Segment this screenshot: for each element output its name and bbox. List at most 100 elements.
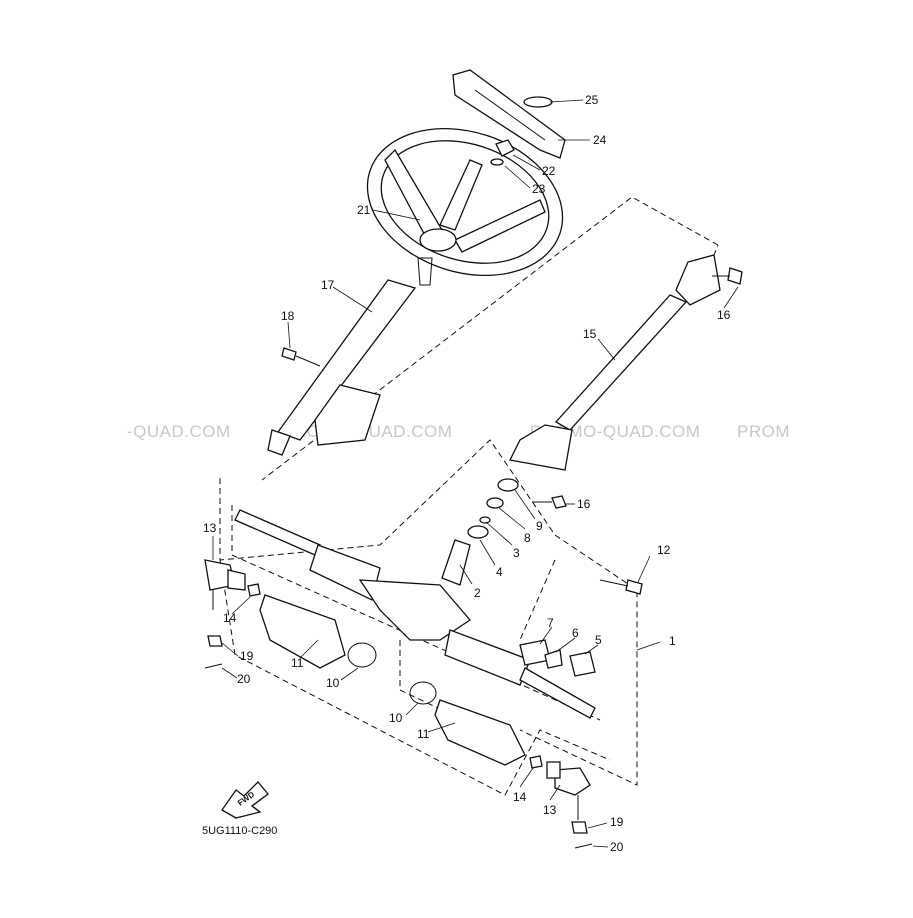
leader-13b (549, 784, 561, 801)
band-right (409, 681, 437, 705)
callout-14-right: 14 (513, 790, 527, 804)
dust-cover (497, 478, 519, 492)
pinion-gear (441, 539, 471, 586)
rack-mount-bolt (625, 579, 643, 595)
callout-23: 23 (532, 182, 546, 196)
cotter-pin-left (204, 663, 223, 669)
column-boundary (261, 196, 719, 481)
callout-9: 9 (536, 519, 543, 533)
wheel-spoke-right (454, 199, 546, 253)
watermark-1: -QUAD.COM (127, 422, 231, 441)
rack-left-joint (309, 544, 381, 601)
leader-21 (372, 209, 421, 221)
callout-16-lower: 16 (577, 497, 591, 511)
callout-15: 15 (583, 327, 597, 341)
callout-11-left: 11 (291, 656, 304, 670)
leader-3 (485, 521, 513, 546)
leader-8 (497, 506, 526, 530)
leader-16a (723, 286, 739, 309)
cover-plate-rib (474, 89, 546, 141)
boot-left (259, 594, 346, 669)
fwd-badge: FWD (221, 781, 269, 819)
callout-1: 1 (669, 634, 676, 648)
callout-10-left: 10 (326, 676, 340, 690)
callout-17: 17 (321, 278, 335, 292)
leader-15 (597, 338, 616, 361)
cotter-pin-right (574, 843, 593, 849)
shaft-tube (554, 294, 688, 431)
adjuster-spring (544, 649, 563, 669)
leader-14b (519, 767, 534, 788)
bearing (467, 525, 489, 539)
nut (495, 139, 515, 157)
leader-23 (504, 165, 531, 189)
callout-11-right: 11 (417, 727, 430, 741)
steering-wheel (366, 127, 564, 277)
leader-11a (299, 639, 319, 659)
callout-4: 4 (496, 565, 503, 579)
callout-13-right: 13 (543, 803, 557, 817)
rack-boundary-lower (219, 559, 611, 796)
leader-19a (221, 642, 239, 657)
leader-lines (212, 99, 739, 848)
intermediate-shaft (509, 254, 743, 509)
callout-8: 8 (524, 531, 531, 545)
rack-inner-boundary-3 (519, 559, 556, 641)
leader-20a (221, 667, 238, 679)
callout-18: 18 (281, 309, 295, 323)
leader-4 (479, 539, 496, 566)
rack-assembly (234, 509, 643, 719)
castle-nut-left (207, 635, 223, 647)
leader-18 (287, 321, 291, 349)
seal (486, 497, 504, 509)
boot-right (434, 699, 526, 766)
rack-mount-bolt-shank (599, 579, 629, 587)
rack-inner-boundary-2 (399, 640, 506, 741)
wheel-cover (452, 69, 566, 166)
locknut-right (529, 755, 543, 769)
callout-3: 3 (513, 546, 520, 560)
fwd-arrow-icon (221, 781, 269, 819)
leader-7 (539, 626, 553, 645)
steering-column (267, 257, 433, 456)
upper-u-joint (675, 254, 721, 306)
callout-19-right: 19 (610, 815, 624, 829)
leader-10a (340, 667, 359, 681)
watermark-group: -QUAD.COM PROMO-QUAD.COM PROMO-QUAD.COM … (127, 422, 790, 441)
pinion-stack (441, 478, 519, 586)
lock-washer (490, 158, 504, 166)
locknut-left (247, 583, 261, 597)
rack-housing (358, 579, 471, 641)
callout-25: 25 (585, 93, 599, 107)
callout-5: 5 (595, 633, 602, 647)
leader-6 (555, 637, 576, 653)
callout-7: 7 (547, 616, 554, 630)
leader-1 (636, 641, 661, 651)
leader-19b (587, 822, 608, 829)
rack-right-rod (519, 667, 596, 719)
callout-16-upper: 16 (717, 308, 731, 322)
tie-rod-end-right-socket (546, 761, 561, 779)
leader-25 (549, 99, 584, 103)
snap-ring (479, 516, 491, 524)
castle-nut-right (571, 821, 588, 834)
leader-17 (332, 286, 373, 313)
watermark-4: PROM (737, 422, 790, 441)
column-tube (276, 279, 417, 441)
callout-19-left: 19 (240, 649, 254, 663)
lower-u-joint (509, 424, 573, 471)
rack-boundary-upper (219, 439, 638, 786)
callout-12: 12 (657, 543, 671, 557)
callout-10-right: 10 (389, 711, 403, 725)
rack-inner-boundary (231, 505, 601, 721)
callout-20-right: 20 (610, 840, 624, 854)
callout-20-left: 20 (237, 672, 251, 686)
shaft-bolt-upper (727, 267, 743, 285)
callout-6: 6 (572, 626, 579, 640)
drawing-code: 5UG1110-C290 (202, 825, 277, 837)
column-lower-end (267, 429, 291, 456)
leader-22 (512, 154, 541, 171)
leader-12 (637, 555, 651, 583)
leader-11b (427, 722, 456, 733)
